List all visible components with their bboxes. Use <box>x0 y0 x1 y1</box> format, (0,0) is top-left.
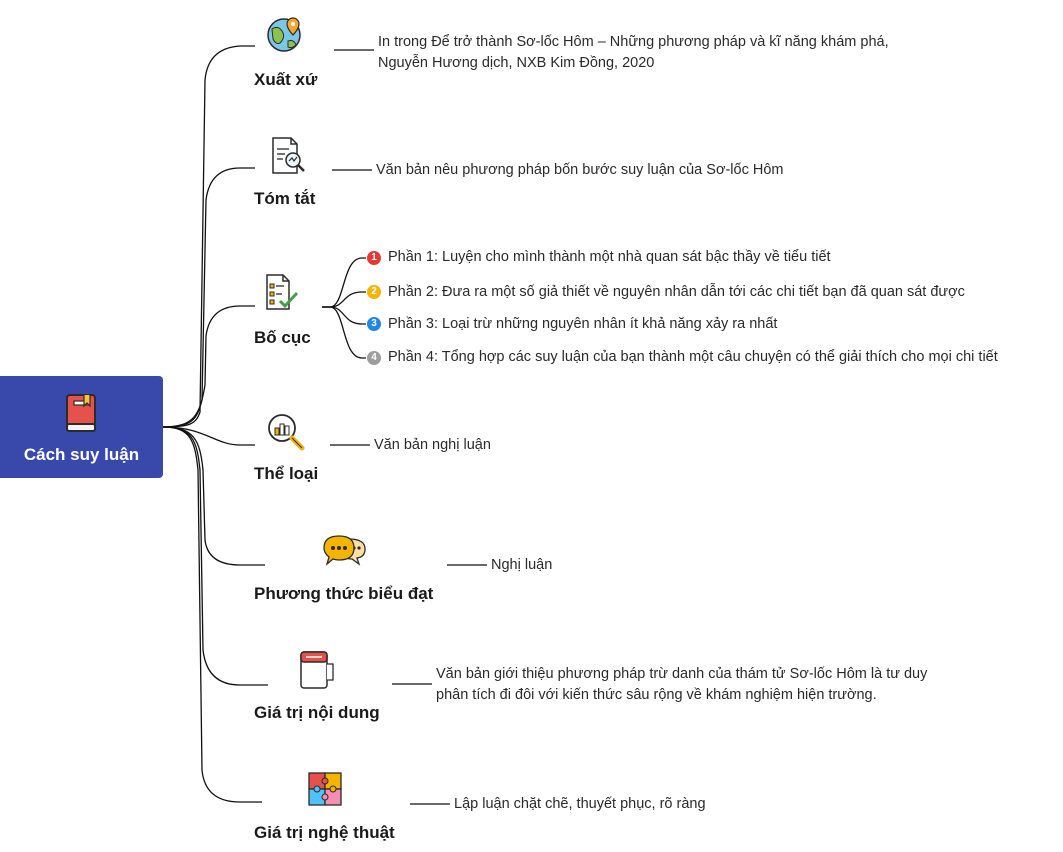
branch-title-gia-tri-noi-dung[interactable]: Giá trị nội dung <box>254 703 380 722</box>
part-badge: 4 <box>367 351 381 365</box>
branch-title-tom-tat[interactable]: Tóm tắt <box>254 189 316 208</box>
desc-line: Nghị luận <box>491 557 553 573</box>
desc-line: In trong Để trở thành Sơ-lốc Hôm – Những… <box>378 34 889 50</box>
branch-title-phuong-thuc[interactable]: Phương thức biểu đạt <box>254 584 434 603</box>
desc-line: Văn bản giới thiệu phương pháp trừ danh … <box>436 666 928 682</box>
part-item[interactable]: Phần 2: Đưa ra một số giả thiết về nguyê… <box>388 284 965 300</box>
globe-pin-icon <box>267 17 301 52</box>
branch-title-xuat-xu[interactable]: Xuất xứ <box>254 70 318 89</box>
branch-desc-phuong-thuc: Nghị luận <box>491 555 552 576</box>
notepad-icon <box>300 651 334 689</box>
branch-desc-xuat-xu: In trong Để trở thành Sơ-lốc Hôm – Những… <box>378 32 889 74</box>
desc-line: Văn bản nghị luận <box>374 437 491 453</box>
branch-desc-tom-tat: Văn bản nêu phương pháp bốn bước suy luậ… <box>376 160 783 181</box>
branch-desc-gia-tri-nghe-thuat: Lập luận chặt chẽ, thuyết phục, rõ ràng <box>454 794 706 815</box>
desc-line: Văn bản nêu phương pháp bốn bước suy luậ… <box>376 162 784 178</box>
part-item[interactable]: Phần 1: Luyện cho mình thành một nhà qua… <box>388 249 831 265</box>
puzzle-icon <box>308 772 342 806</box>
chart-magnifier-icon <box>268 414 305 451</box>
branch-title-gia-tri-nghe-thuat[interactable]: Giá trị nghệ thuật <box>254 823 395 842</box>
part-item[interactable]: Phần 4: Tổng hợp các suy luận của bạn th… <box>388 349 998 365</box>
part-badge: 3 <box>367 317 381 331</box>
desc-line: Lập luận chặt chẽ, thuyết phục, rõ ràng <box>454 796 706 812</box>
chat-bubbles-icon <box>323 535 366 566</box>
desc-line: phân tích đi đôi với kiến thức sâu rộng … <box>436 687 877 703</box>
branch-title-bo-cuc[interactable]: Bố cục <box>254 328 311 347</box>
checklist-icon <box>266 274 299 310</box>
branch-title-the-loai[interactable]: Thể loại <box>254 464 319 483</box>
part-item[interactable]: Phần 3: Loại trừ những nguyên nhân ít kh… <box>388 316 778 332</box>
desc-line: Nguyễn Hương dịch, NXB Kim Đồng, 2020 <box>378 55 655 71</box>
part-badge: 2 <box>367 285 381 299</box>
root-label: Cách suy luận <box>23 445 140 464</box>
book-icon <box>66 394 96 432</box>
branch-desc-the-loai: Văn bản nghị luận <box>374 435 491 456</box>
part-badge: 1 <box>367 251 381 265</box>
branch-desc-gia-tri-noi-dung: Văn bản giới thiệu phương pháp trừ danh … <box>436 664 927 706</box>
document-search-icon <box>272 137 305 174</box>
root-node[interactable]: Cách suy luận <box>0 376 163 478</box>
